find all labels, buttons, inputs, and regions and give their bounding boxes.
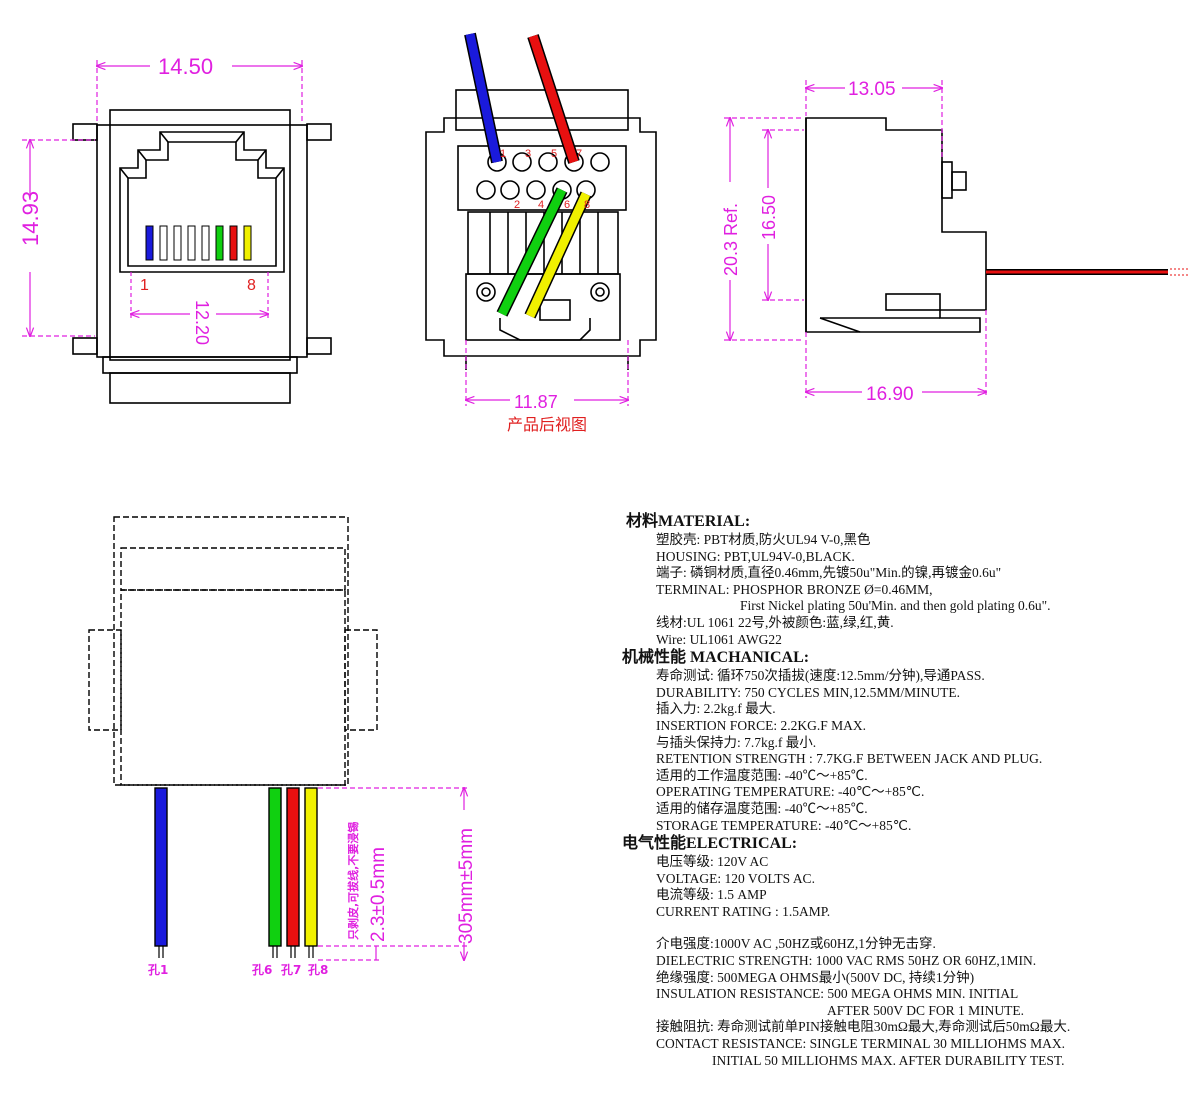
electrical-line: VOLTAGE: 120 VOLTS AC. bbox=[656, 870, 815, 886]
front-view bbox=[72, 109, 332, 404]
mechanical-line: 与插头保持力: 7.7kg.f 最小. bbox=[656, 734, 817, 750]
material-line: 端子: 磷铜材质,直径0.46mm,先镀50u"Min.的镍,再镀金0.6u" bbox=[656, 565, 1002, 581]
rear-width-dim: 11.87 bbox=[514, 392, 558, 412]
electrical-line: 电压等级: 120V AC bbox=[656, 854, 769, 870]
side-view-wire bbox=[986, 268, 1190, 276]
hole-label-4: 4 bbox=[538, 199, 544, 211]
mechanical-line: RETENTION STRENGTH : 7.7KG.F BETWEEN JAC… bbox=[656, 751, 1043, 767]
side-top-dim: 13.05 bbox=[848, 79, 896, 100]
mechanical-line: OPERATING TEMPERATURE: -40℃～+85℃. bbox=[656, 784, 925, 800]
mechanical-heading: 机械性能 MACHANICAL: bbox=[622, 649, 810, 667]
hole-label-6: 6 bbox=[564, 199, 570, 211]
material-line: TERMINAL: PHOSPHOR BRONZE Ø=0.46MM, bbox=[656, 581, 933, 597]
mechanical-line: DURABILITY: 750 CYCLES MIN,12.5MM/MINUTE… bbox=[656, 684, 961, 700]
electrical-line: 接触阻抗: 寿命测试前单PIN接触电阻30mΩ最大,寿命测试后50mΩ最大. bbox=[656, 1019, 1071, 1035]
electrical-line: 电流等级: 1.5 AMP bbox=[656, 887, 767, 903]
mechanical-line: INSERTION FORCE: 2.2KG.F MAX. bbox=[656, 717, 866, 733]
wire-hole-8-label: 孔8 bbox=[308, 963, 328, 977]
wire-hole-1-label: 孔1 bbox=[148, 963, 168, 977]
material-line: 塑胶壳: PBT材质,防火UL94 V-0,黑色 bbox=[656, 532, 871, 547]
electrical-line: AFTER 500V DC FOR 1 MINUTE. bbox=[827, 1002, 1025, 1018]
rear-view-wires bbox=[464, 32, 592, 319]
mechanical-line: 寿命测试: 循环750次插拔(速度:12.5mm/分钟),导通PASS. bbox=[656, 668, 985, 684]
wire-view-dimensions bbox=[318, 788, 470, 960]
strip-note: 只剥皮,可拔线,不要浸锡 bbox=[346, 822, 360, 940]
rear-hole-labels: 1 3 5 7 2 4 6 8 bbox=[500, 148, 590, 211]
electrical-line: INITIAL 50 MILLIOHMS MAX. AFTER DURABILI… bbox=[712, 1052, 1065, 1068]
wire-view-wires bbox=[154, 787, 318, 958]
material-line: HOUSING: PBT,UL94V-0,BLACK. bbox=[656, 548, 855, 564]
strip-length-dim: 2.3±0.5mm bbox=[368, 847, 389, 942]
rear-view bbox=[425, 89, 657, 370]
side-bottom-dim: 16.90 bbox=[866, 384, 914, 405]
material-heading: 材料MATERIAL: bbox=[626, 513, 751, 530]
mechanical-line: 适用的工作温度范围: -40℃～+85℃. bbox=[656, 767, 868, 783]
hole-label-7: 7 bbox=[576, 148, 582, 160]
side-view bbox=[805, 117, 987, 333]
wire-hole-7-label: 孔7 bbox=[281, 963, 301, 977]
electrical-line: 介电强度:1000V AC ,50HZ或60HZ,1分钟无击穿. bbox=[656, 936, 936, 952]
hole-label-3: 3 bbox=[525, 148, 531, 160]
electrical-heading: 电气性能ELECTRICAL: bbox=[622, 835, 798, 853]
hole-label-1: 1 bbox=[500, 148, 506, 160]
material-line: 线材:UL 1061 22号,外被颜色:蓝,绿,红,黄. bbox=[656, 614, 894, 630]
hole-label-5: 5 bbox=[551, 148, 557, 160]
pin-span-dim: 12.20 bbox=[192, 300, 212, 345]
electrical-line: CURRENT RATING : 1.5AMP. bbox=[656, 903, 831, 919]
rear-view-caption: 产品后视图 bbox=[507, 415, 587, 434]
wire-length-dim: 305mm±5mm bbox=[456, 828, 477, 944]
pin-8-label: 8 bbox=[247, 277, 256, 294]
material-line: Wire: UL1061 AWG22 bbox=[656, 631, 782, 647]
hole-label-2: 2 bbox=[514, 199, 520, 211]
side-inner-height-dim: 16.50 bbox=[759, 195, 779, 240]
wire-hole-6-label: 孔6 bbox=[252, 963, 272, 977]
rear-view-dimensions bbox=[466, 340, 628, 406]
mechanical-line: 插入力: 2.2kg.f 最大. bbox=[656, 701, 776, 717]
side-view-dimensions bbox=[724, 80, 986, 398]
front-width-dim: 14.50 bbox=[158, 54, 213, 79]
mechanical-line: 适用的储存温度范围: -40℃～+85℃. bbox=[656, 800, 868, 816]
electrical-line: DIELECTRIC STRENGTH: 1000 VAC RMS 50HZ O… bbox=[656, 953, 1037, 969]
side-ref-height-dim: 20.3 Ref. bbox=[721, 203, 741, 276]
front-view-dimensions bbox=[22, 60, 302, 336]
material-line: First Nickel plating 50u'Min. and then g… bbox=[740, 598, 1051, 614]
pin-1-label: 1 bbox=[140, 277, 149, 294]
front-height-dim: 14.93 bbox=[18, 191, 43, 246]
electrical-line: CONTACT RESISTANCE: SINGLE TERMINAL 30 M… bbox=[656, 1036, 1065, 1052]
electrical-line: 绝缘强度: 500MEGA OHMS最小(500V DC, 持续1分钟) bbox=[656, 969, 975, 985]
electrical-line: INSULATION RESISTANCE: 500 MEGA OHMS MIN… bbox=[656, 986, 1019, 1002]
mechanical-line: STORAGE TEMPERATURE: -40℃～+85℃. bbox=[656, 817, 912, 833]
wire-view bbox=[88, 516, 378, 786]
hole-label-8: 8 bbox=[584, 199, 590, 211]
spec-block: 材料MATERIAL: 塑胶壳: PBT材质,防火UL94 V-0,黑色 HOU… bbox=[600, 512, 1190, 1069]
